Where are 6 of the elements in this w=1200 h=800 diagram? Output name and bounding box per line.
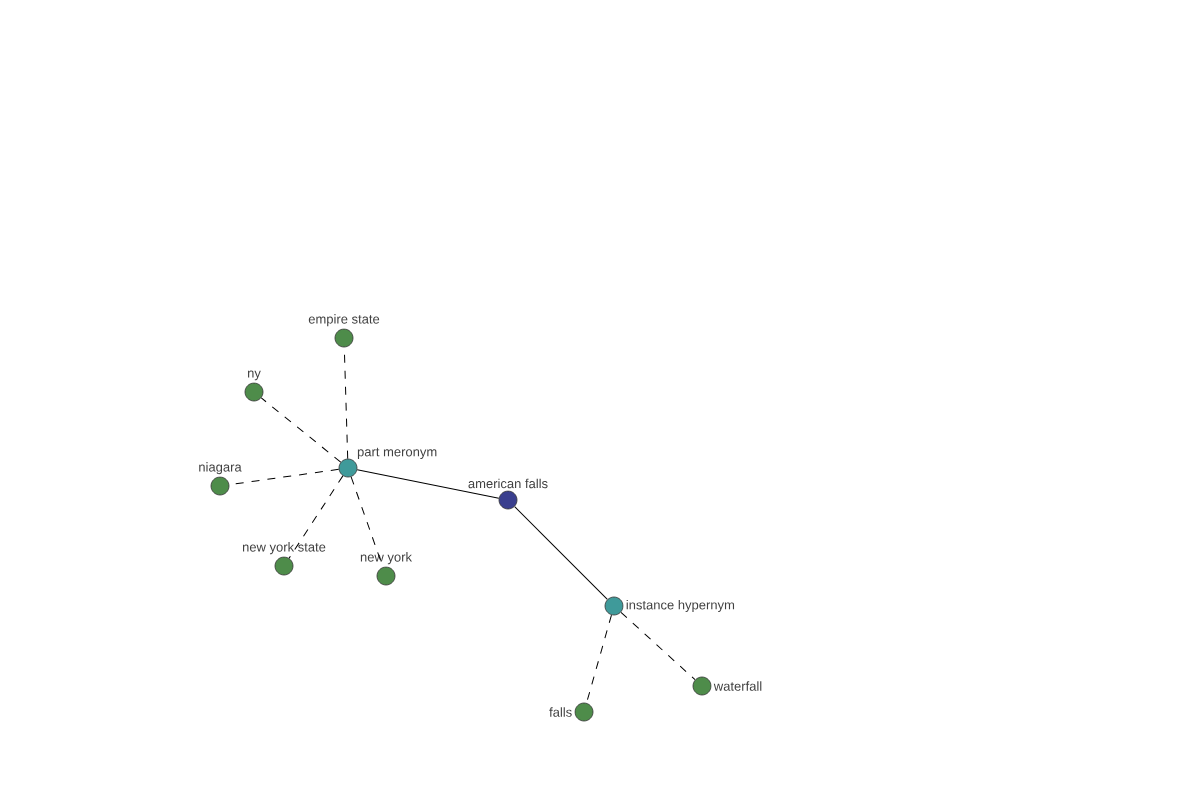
connector-line	[288, 475, 344, 559]
connector-line	[620, 611, 696, 681]
connector-line	[586, 614, 612, 704]
connector-line	[356, 469, 500, 499]
connector-line	[260, 397, 342, 463]
connector-line	[514, 506, 608, 600]
